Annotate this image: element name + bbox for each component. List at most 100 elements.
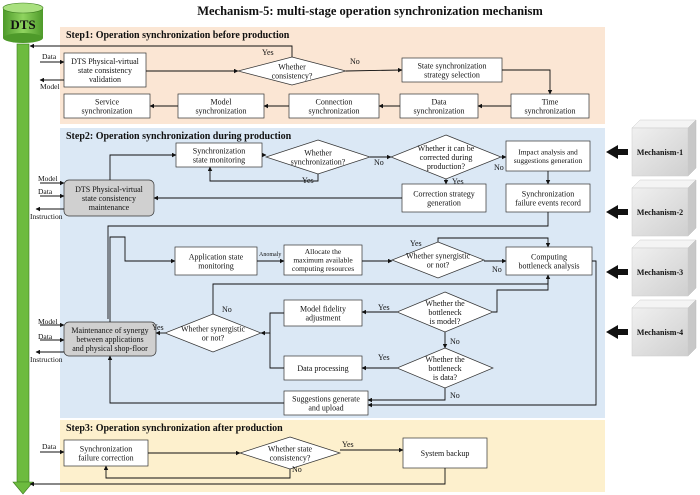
node-text-line: Service bbox=[95, 97, 119, 106]
node-text-line: production? bbox=[427, 162, 466, 171]
node-text-line: Whether bbox=[304, 148, 332, 157]
step3-panel bbox=[60, 420, 605, 492]
cube-front bbox=[631, 247, 689, 297]
step3-header: Step3: Operation synchronization after p… bbox=[66, 423, 283, 434]
edge-strategy-time bbox=[502, 69, 553, 95]
no-step2-e: No bbox=[450, 337, 460, 346]
node-text-line: state monitoring bbox=[193, 155, 245, 164]
node-text-line: synchronization bbox=[81, 106, 132, 115]
node-text-line: Whether bbox=[278, 62, 306, 71]
cube-front bbox=[631, 127, 689, 177]
node-text-line: consistency? bbox=[270, 453, 311, 462]
node-text-line: Whether it can be bbox=[418, 144, 475, 153]
dts-timeline-arrow bbox=[12, 43, 34, 495]
edge-suggestions-maint bbox=[107, 355, 284, 404]
mechanism-arrow bbox=[606, 265, 628, 279]
node-text-line: adjustment bbox=[305, 313, 341, 322]
node-text-line: State synchronization bbox=[417, 61, 486, 70]
node-text-line: Whether synergistic bbox=[181, 324, 246, 333]
dts-label: DTS bbox=[10, 17, 35, 32]
node-text-line: and physical shop-floor bbox=[72, 344, 148, 353]
mechanism-label: Mechanism-1 bbox=[637, 148, 683, 157]
node-text-line: DTS Physical-virtual bbox=[75, 185, 144, 194]
node-text-line: validation bbox=[89, 75, 121, 84]
dts-cylinder: DTS bbox=[2, 2, 44, 43]
edges bbox=[29, 43, 597, 487]
node-text-line: Model bbox=[211, 97, 233, 106]
cube-top bbox=[631, 119, 697, 129]
node-text-line: between applications bbox=[76, 335, 143, 344]
diagram-title: Mechanism-5: multi-stage operation synch… bbox=[197, 4, 543, 18]
cube-front bbox=[631, 307, 689, 357]
data-label-step2b: Data bbox=[38, 332, 53, 341]
edge-bottleneck-model-from bbox=[493, 275, 549, 313]
node-text-line: state consistency bbox=[82, 194, 136, 203]
edge-decision-yes-dts bbox=[29, 43, 293, 57]
mechanism-arrow bbox=[606, 205, 628, 219]
node-text-line: Synchronization bbox=[522, 189, 574, 198]
cube-top bbox=[631, 299, 697, 309]
cube-front bbox=[631, 187, 689, 237]
edge-decision-strategy bbox=[345, 67, 403, 73]
node-text-line: bottleneck analysis bbox=[518, 261, 579, 270]
mechanism-label: Mechanism-3 bbox=[637, 268, 683, 277]
node-text-line: is model? bbox=[430, 317, 461, 326]
cube-side bbox=[687, 179, 697, 237]
data-label-step2a: Data bbox=[38, 187, 53, 196]
edge-bottleneck-right bbox=[367, 260, 597, 408]
mechanism-4: Mechanism-4 bbox=[606, 299, 697, 357]
node-text-line: synchronization bbox=[195, 106, 246, 115]
data-label-step3: Data bbox=[42, 442, 57, 451]
no-step2-a: No bbox=[374, 158, 384, 167]
node-text-line: monitoring bbox=[198, 261, 234, 270]
instruction-label-step2a: Instruction bbox=[30, 212, 63, 221]
node-text-line: failure events record bbox=[515, 198, 581, 207]
no-step2-f: No bbox=[450, 391, 460, 400]
mechanism-label: Mechanism-2 bbox=[637, 208, 683, 217]
cube-side bbox=[687, 299, 697, 357]
mechanism-label: Mechanism-4 bbox=[637, 328, 683, 337]
node-text-line: strategy selection bbox=[424, 70, 480, 79]
node-text-line: System backup bbox=[421, 449, 470, 458]
node-text-line: suggestions generation bbox=[514, 156, 583, 165]
data-in-label-step1: Data bbox=[42, 52, 57, 61]
no-step2-d: No bbox=[222, 305, 232, 314]
yes-label-step3: Yes bbox=[342, 440, 354, 449]
step1-header: Step1: Operation synchronization before … bbox=[66, 30, 290, 41]
edge-s3-backup-dts bbox=[29, 468, 446, 487]
model-label-step2b: Model bbox=[38, 317, 58, 326]
yes-label-step1: Yes bbox=[262, 48, 274, 57]
yes-step2-f: Yes bbox=[378, 353, 390, 362]
mechanism-arrow bbox=[606, 325, 628, 339]
node-text-line: Time bbox=[542, 97, 559, 106]
step2-header: Step2: Operation synchronization during … bbox=[66, 131, 292, 142]
mechanism-1: Mechanism-1 bbox=[606, 119, 697, 177]
node-text-line: state consistency bbox=[78, 66, 132, 75]
edge-syn1-yes-up bbox=[437, 237, 551, 248]
no-step2-b: No bbox=[494, 163, 504, 172]
edge-syncdec-yes-monitor bbox=[207, 166, 319, 182]
node-text-line: maintenance bbox=[89, 203, 130, 212]
node-text-line: bottleneck bbox=[428, 364, 461, 373]
cube-side bbox=[687, 119, 697, 177]
node-text-line: or not? bbox=[202, 333, 225, 342]
node-text-line: Model fidelity bbox=[300, 304, 346, 313]
yes-step2-c: Yes bbox=[410, 239, 422, 248]
mechanism-panel: Mechanism-1Mechanism-2Mechanism-3Mechani… bbox=[606, 119, 697, 357]
